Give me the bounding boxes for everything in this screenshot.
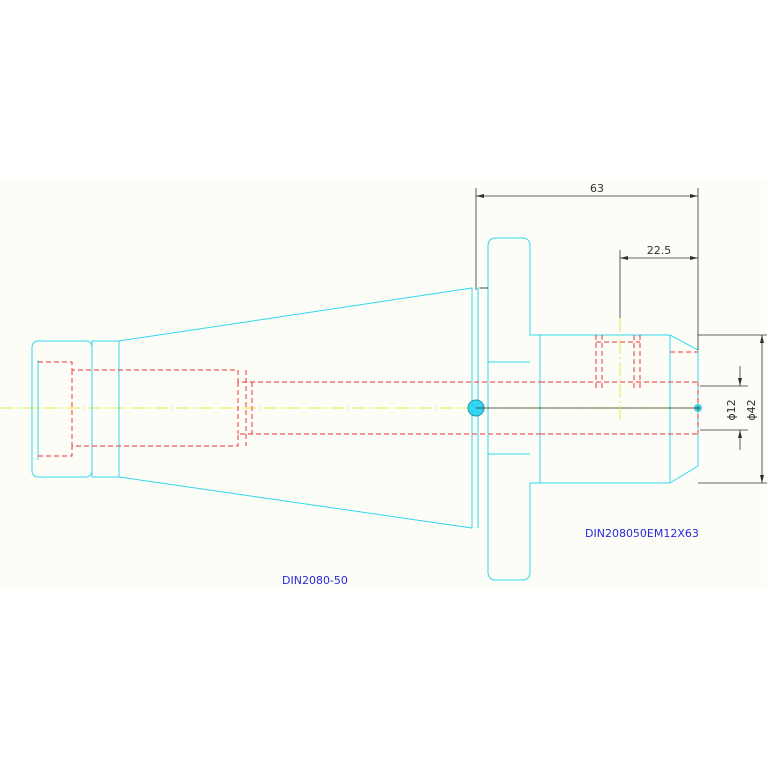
dimension-overall-length [475, 188, 699, 350]
sub-length-text: 22.5 [647, 244, 672, 257]
shank-neck [91, 340, 120, 478]
overall-length-text: 63 [590, 182, 604, 195]
outer-diameter-text: ϕ42 [745, 399, 758, 420]
left-part-label: DIN2080-50 [282, 574, 348, 587]
bore-diameter-text: ϕ12 [725, 399, 738, 420]
drawing-background [0, 178, 767, 590]
shank-end-knob [31, 340, 93, 478]
holder-hidden-features [540, 335, 699, 435]
dimension-bore-diameter [700, 366, 748, 450]
dimension-sub-length [619, 250, 698, 318]
dimension-outer-diameter [698, 334, 767, 484]
taper-shank-hidden-bore [38, 361, 540, 457]
right-part-label: DIN208050EM12X63 [585, 527, 699, 540]
